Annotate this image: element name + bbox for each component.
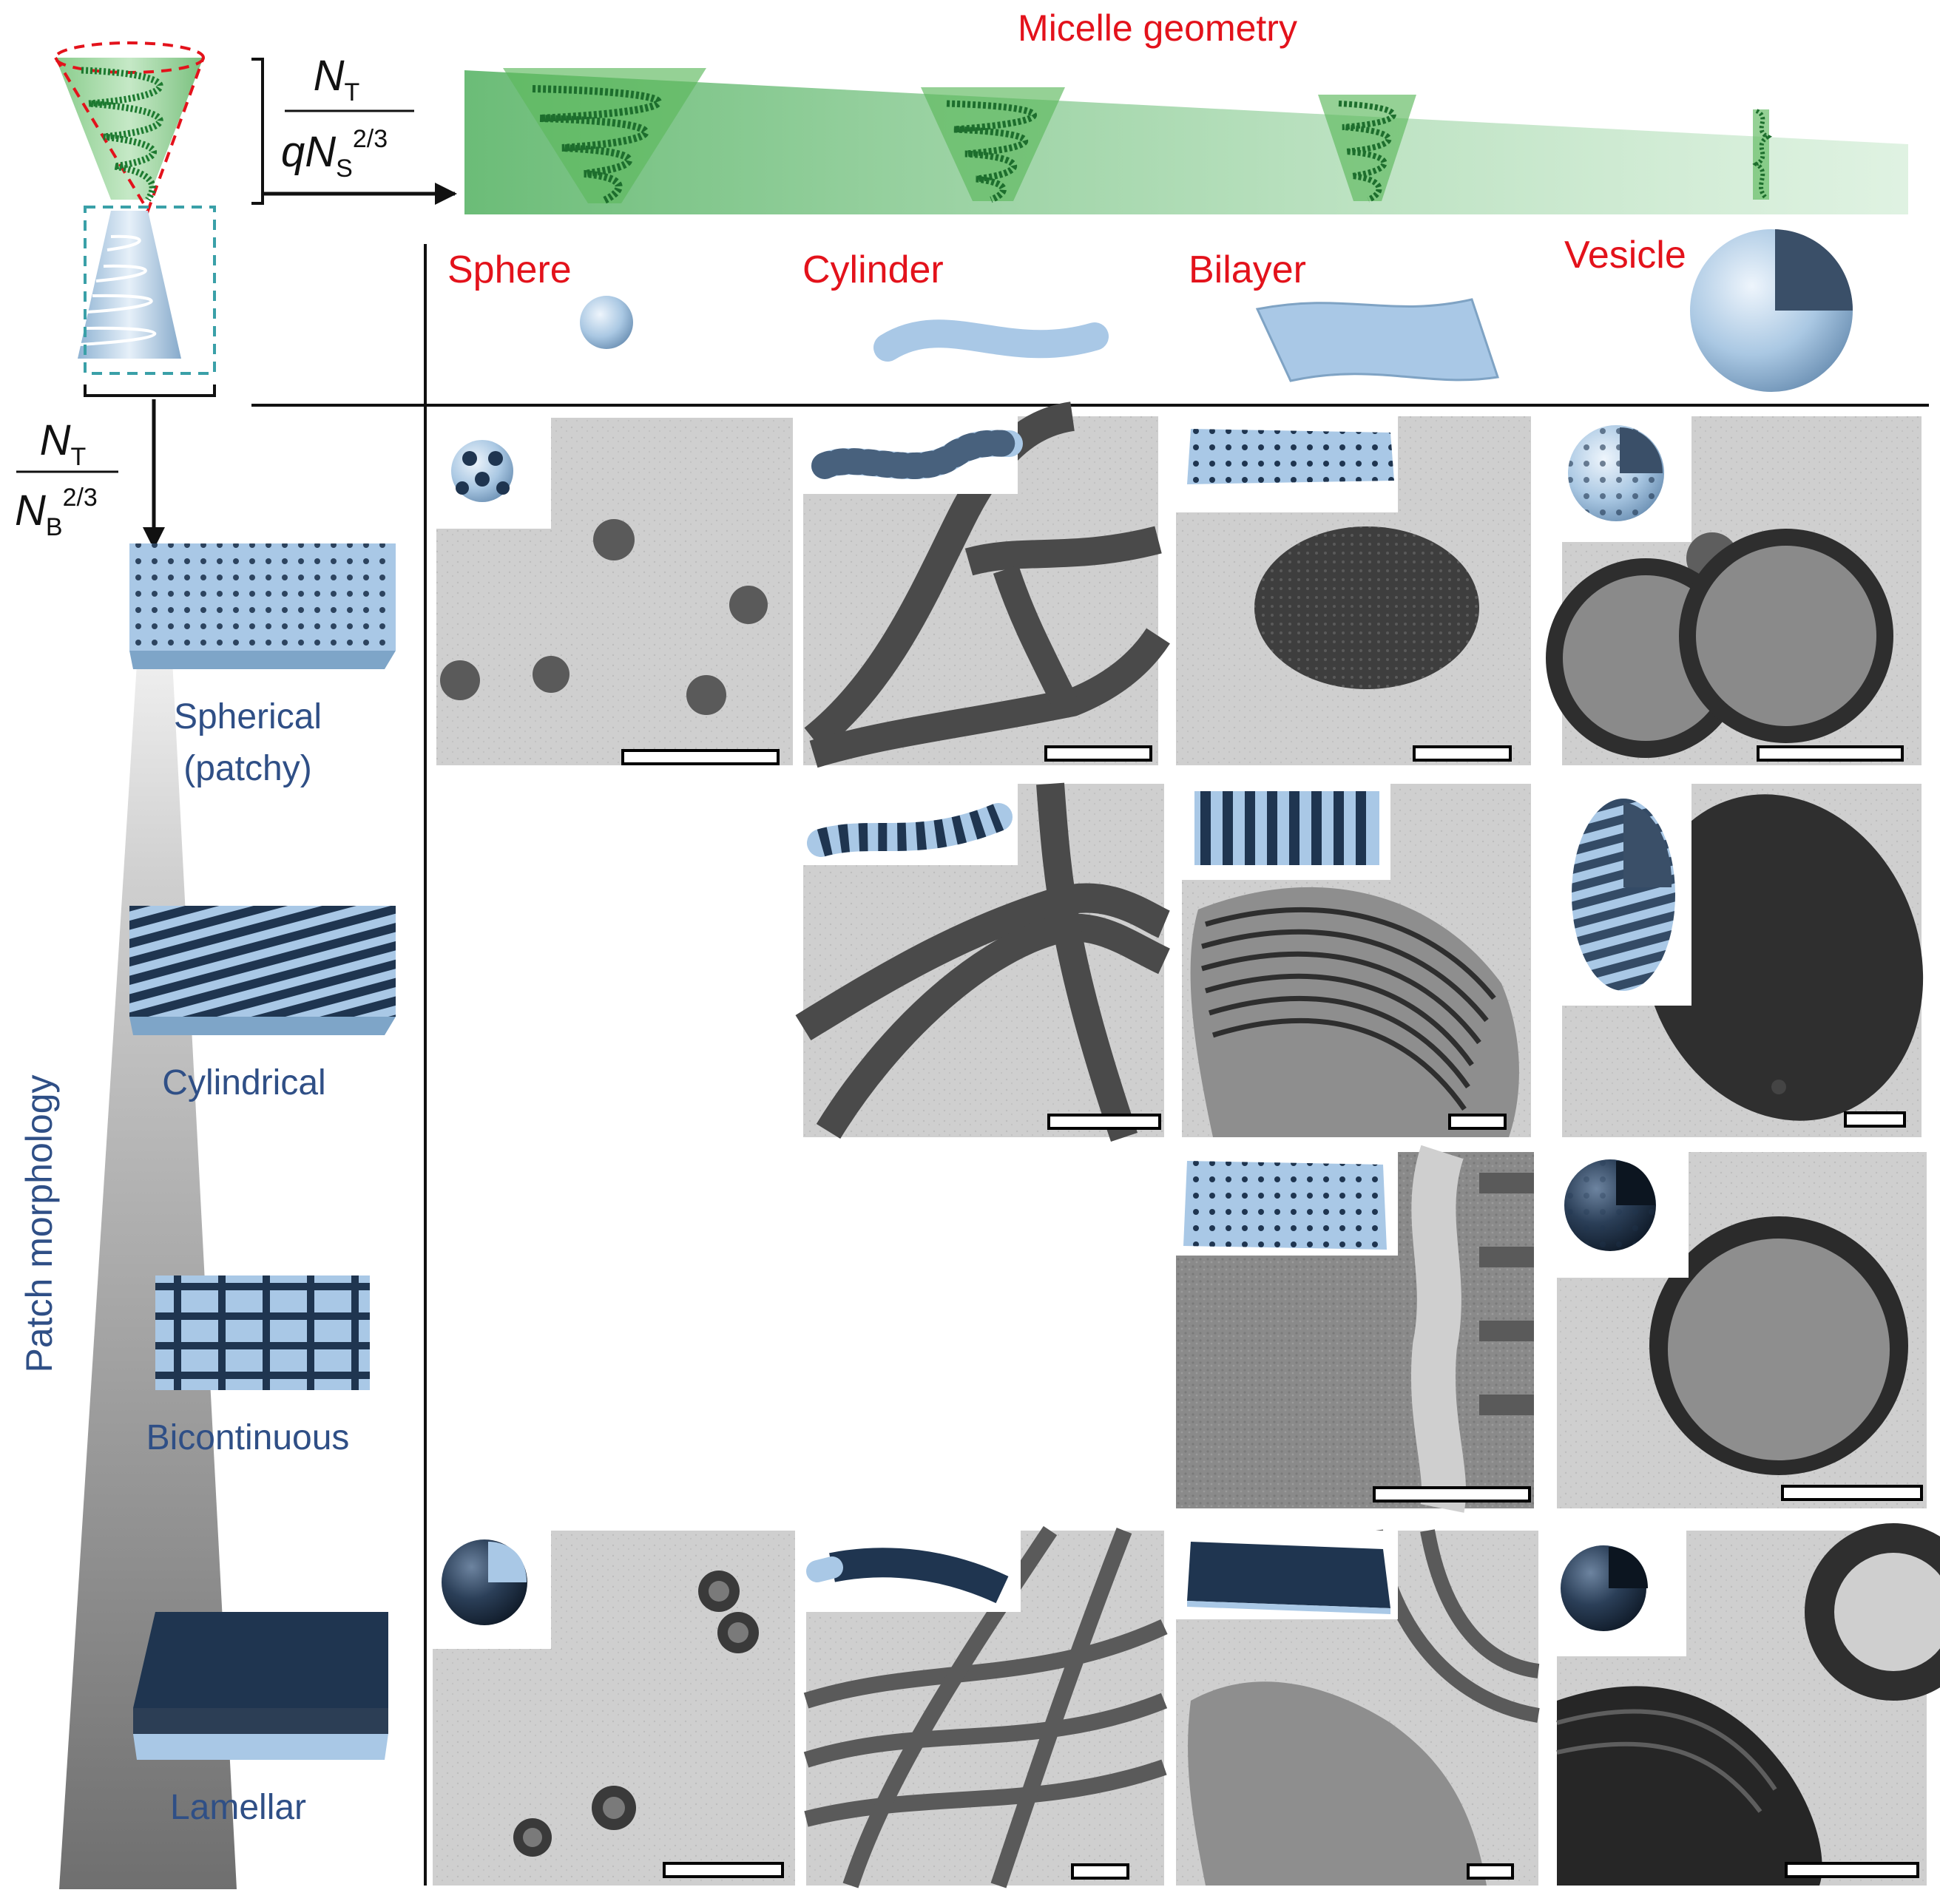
svg-text:NB2/3: NB2/3	[15, 484, 98, 541]
side-axis-label: Patch morphology	[18, 1074, 60, 1372]
lamellar-cylinder-icon	[829, 1548, 1009, 1604]
row-label-lamellar: Lamellar	[170, 1788, 306, 1827]
block-copolymer-cone-icon	[54, 41, 216, 375]
bicontinuous-patch-slab-icon	[155, 1275, 370, 1390]
lamellar-patch-slab-icon	[133, 1612, 388, 1760]
ratio-left-formula: NT NB2/3	[15, 416, 118, 541]
figure-title: Micelle geometry	[1018, 7, 1297, 49]
panel-cylindrical-vesicle	[1562, 784, 1924, 1137]
ratio-top-formula: NT qNS2/3	[281, 52, 414, 183]
panel-spherical-sphere	[436, 418, 793, 765]
micelle-cone-4-icon	[1752, 109, 1773, 200]
svg-text:NT: NT	[40, 416, 87, 471]
spherical-patch-slab-icon	[129, 543, 396, 669]
cylindrical-patch-slab-icon	[129, 906, 396, 1035]
panel-lamellar-cylinder	[803, 1525, 1168, 1888]
patch-morphology-taper	[59, 547, 237, 1889]
row-label-bicontinuous: Bicontinuous	[146, 1418, 350, 1457]
panel-cylindrical-bilayer	[1182, 784, 1531, 1137]
column-label-bilayer: Bilayer	[1189, 248, 1306, 291]
panel-spherical-bilayer	[1176, 416, 1531, 765]
panel-cylindrical-cylinder	[795, 782, 1171, 1142]
micelle-geometry-band	[464, 68, 1908, 214]
vesicle-shape-icon	[1690, 229, 1853, 392]
panel-bicontinuous-vesicle	[1557, 1152, 1927, 1508]
left-bracket-bottom	[84, 384, 216, 397]
column-label-vesicle: Vesicle	[1564, 234, 1686, 277]
striped-bilayer-icon	[1194, 791, 1379, 865]
panel-lamellar-bilayer	[1176, 1529, 1540, 1886]
sphere-shape-icon	[580, 296, 633, 349]
panel-lamellar-sphere	[433, 1531, 795, 1886]
bilayer-shape-icon	[1255, 298, 1499, 382]
left-bracket-top	[251, 58, 264, 205]
lamellar-bilayer-icon	[1187, 1542, 1390, 1608]
row-label-spherical-sub: (patchy)	[183, 749, 311, 788]
micelle-cone-3-icon	[1318, 95, 1416, 203]
row-label-spherical: Spherical	[174, 697, 322, 736]
row-label-cylindrical: Cylindrical	[162, 1063, 325, 1102]
panel-lamellar-vesicle	[1556, 1523, 1940, 1886]
micelle-cone-2-icon	[921, 87, 1065, 203]
column-label-sphere: Sphere	[447, 248, 572, 291]
panel-spherical-cylinder	[803, 402, 1170, 768]
svg-text:NT: NT	[314, 52, 360, 106]
panel-bicontinuous-bilayer	[1176, 1145, 1534, 1513]
cylinder-shape-icon	[873, 319, 1109, 362]
svg-text:qNS2/3: qNS2/3	[281, 125, 388, 183]
micelle-cone-1-icon	[503, 68, 706, 205]
panel-spherical-vesicle	[1546, 416, 1922, 765]
column-label-cylinder: Cylinder	[802, 248, 944, 291]
